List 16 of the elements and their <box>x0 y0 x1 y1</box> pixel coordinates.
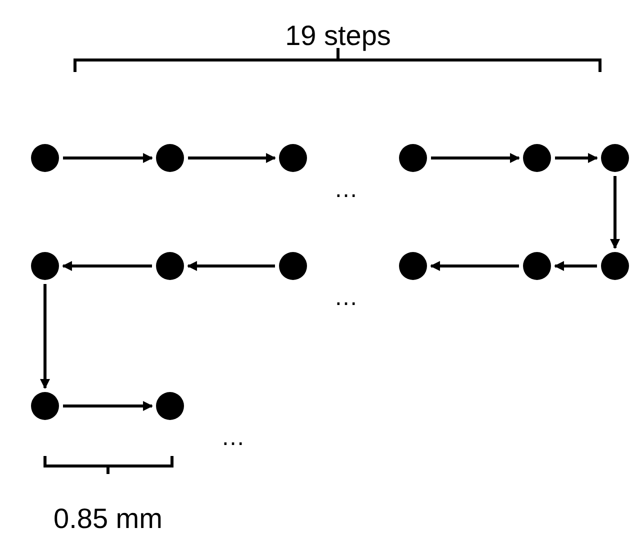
ellipsis: … <box>221 426 245 450</box>
arrow <box>188 153 276 163</box>
arrow <box>431 153 520 163</box>
arrow <box>610 176 620 249</box>
arrow <box>555 153 598 163</box>
ellipsis: … <box>334 178 358 202</box>
arrow <box>63 153 153 163</box>
dimension-label: 19 steps <box>285 22 391 50</box>
arrow <box>430 261 519 271</box>
arrow <box>63 401 153 411</box>
arrow <box>187 261 275 271</box>
arrow <box>554 261 597 271</box>
dimension-label: 0.85 mm <box>54 505 162 533</box>
arrow <box>62 261 152 271</box>
arrow <box>40 284 50 389</box>
ellipsis: … <box>334 286 358 310</box>
